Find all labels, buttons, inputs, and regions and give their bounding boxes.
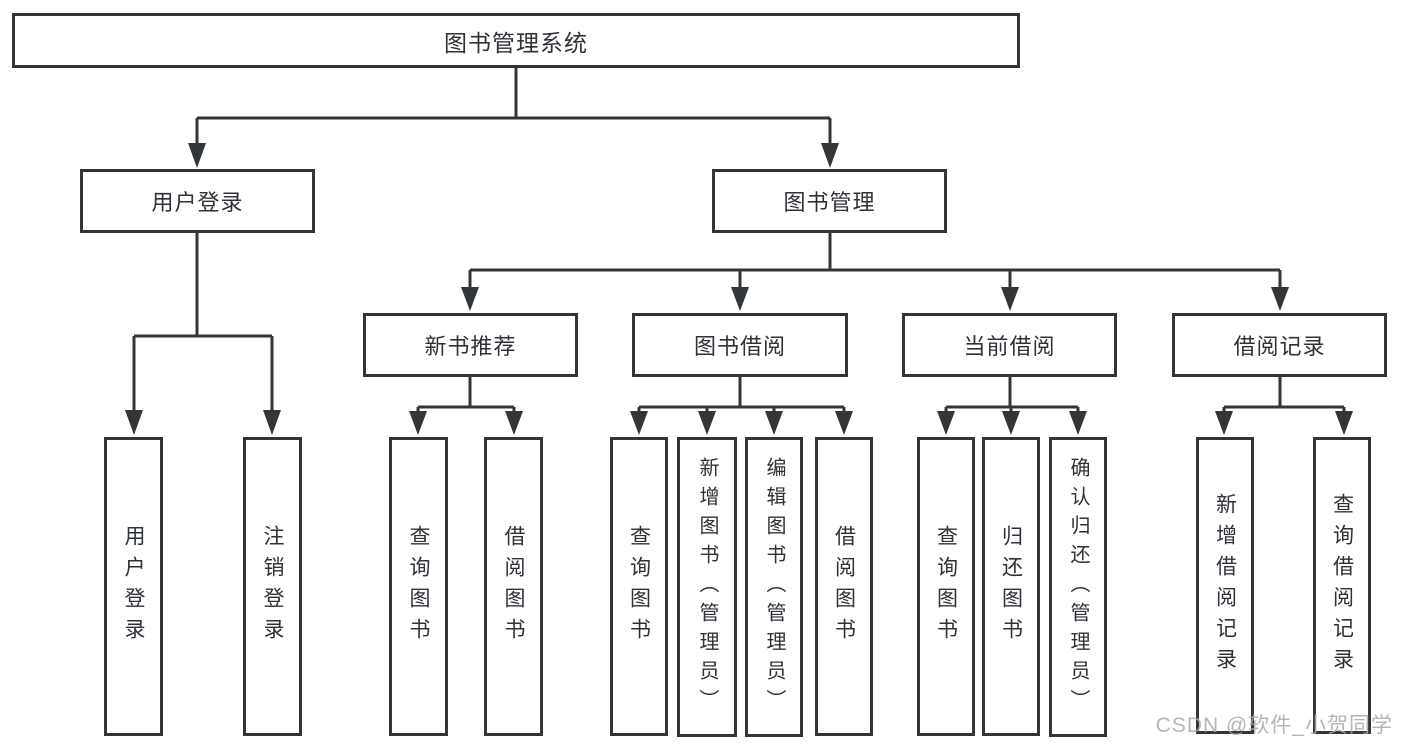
- leaf-user-login: 用户登录: [104, 437, 163, 736]
- node-book-management: 图书管理: [712, 169, 947, 233]
- leaf-add-books-admin: 新增图书（管理员）: [677, 437, 737, 737]
- leaf-query-books-current: 查询图书: [917, 437, 975, 736]
- csdn-watermark: CSDN @软件_小贺同学: [1155, 714, 1393, 737]
- node-current-borrowing: 当前借阅: [902, 313, 1117, 377]
- node-library-management-system: 图书管理系统: [12, 13, 1020, 68]
- leaf-borrow-books-recommend: 借阅图书: [484, 437, 543, 736]
- node-borrowing-records: 借阅记录: [1172, 313, 1387, 377]
- node-book-borrowing: 图书借阅: [632, 313, 848, 377]
- leaf-return-books: 归还图书: [982, 437, 1040, 736]
- leaf-borrow-books: 借阅图书: [815, 437, 873, 736]
- leaf-confirm-return-admin: 确认归还（管理员）: [1049, 437, 1107, 737]
- leaf-query-borrow-record: 查询借阅记录: [1313, 437, 1371, 734]
- leaf-query-books-recommend: 查询图书: [389, 437, 448, 736]
- leaf-edit-books-admin: 编辑图书（管理员）: [745, 437, 803, 737]
- node-new-book-recommendation: 新书推荐: [363, 313, 578, 377]
- leaf-logout: 注销登录: [243, 437, 302, 736]
- node-user-login: 用户登录: [80, 169, 315, 233]
- leaf-add-borrow-record: 新增借阅记录: [1196, 437, 1254, 734]
- leaf-query-books-borrow: 查询图书: [610, 437, 668, 736]
